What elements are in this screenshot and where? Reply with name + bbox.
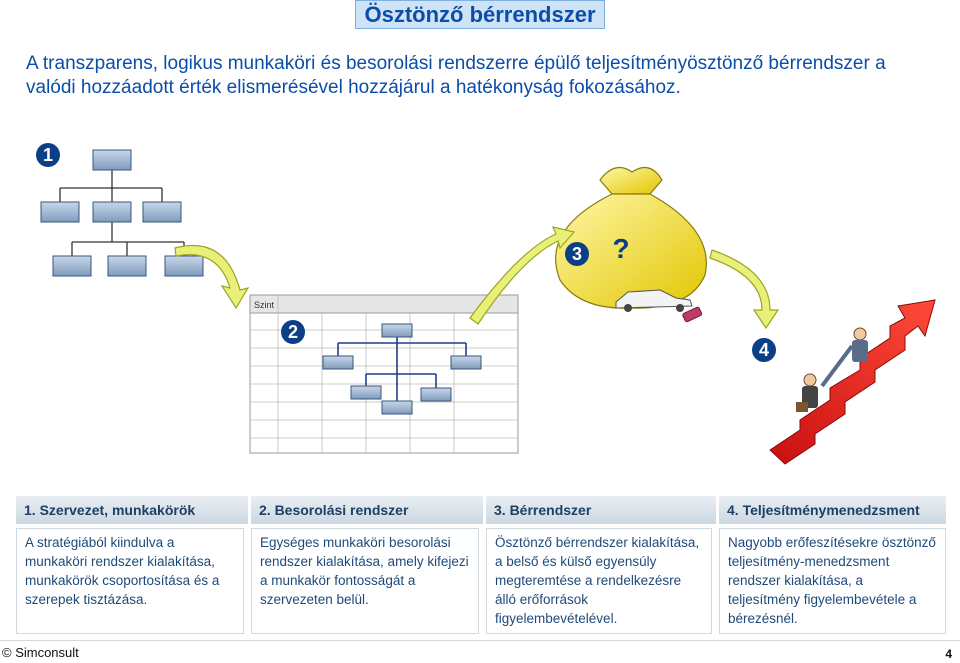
column-header-bar: 1. Szervezet, munkakörök 2. Besorolási r… <box>16 496 946 524</box>
process-figure: 1 Szint <box>36 143 936 465</box>
column-header-3: 3. Bérrendszer <box>494 502 592 518</box>
slide-subtitle: A transzparens, logikus munkaköri és bes… <box>26 53 886 98</box>
column-body-2: Egységes munkaköri besorolási rendszer k… <box>251 528 479 634</box>
performance-staircase: 4 <box>752 299 936 465</box>
slide-title: Ösztönző bérrendszer <box>0 0 960 29</box>
column-body-3: Ösztönző bérrendszer kialakítása, a bels… <box>486 528 712 634</box>
grid-box <box>420 387 452 402</box>
page-number: 4 <box>945 647 952 661</box>
footer-divider <box>0 640 960 641</box>
step-number-2: 2 <box>288 322 298 342</box>
process-arrows <box>174 226 780 330</box>
org-box <box>92 149 132 171</box>
column-header-1: 1. Szervezet, munkakörök <box>24 502 196 518</box>
grid-box <box>350 385 382 400</box>
step-badge-4 <box>752 338 776 362</box>
column-body-1: A stratégiából kiindulva a munkaköri ren… <box>16 528 244 634</box>
org-box <box>142 201 182 223</box>
header-separator <box>716 496 719 524</box>
step-number-1: 1 <box>43 145 53 165</box>
org-box <box>52 255 92 277</box>
column-header-4: 4. Teljesítménymenedzsment <box>727 502 920 518</box>
step-number-4: 4 <box>759 340 769 360</box>
step-number-3: 3 <box>572 244 582 264</box>
step-badge-2 <box>281 320 305 344</box>
org-box <box>107 255 147 277</box>
column-body-row: A stratégiából kiindulva a munkaköri ren… <box>16 528 946 634</box>
question-mark: ? <box>612 233 629 264</box>
money-bag: 3 ? <box>555 166 707 323</box>
grid-box <box>322 355 354 370</box>
column-body-4: Nagyobb erőfeszítésekre ösztönző teljesí… <box>719 528 946 634</box>
copyright-text: © Simconsult <box>2 645 79 660</box>
step-badge-1 <box>36 143 60 167</box>
grid-box <box>450 355 482 370</box>
grid-box <box>381 323 413 338</box>
header-separator <box>248 496 251 524</box>
step-badge-3 <box>565 242 589 266</box>
column-header-2: 2. Besorolási rendszer <box>259 502 409 518</box>
org-box <box>164 255 204 277</box>
org-chart: 1 <box>36 143 204 277</box>
header-separator <box>483 496 486 524</box>
grading-grid: Szint <box>249 294 519 454</box>
grid-box <box>381 400 413 415</box>
org-box <box>40 201 80 223</box>
grid-label: Szint <box>254 300 275 310</box>
org-box <box>92 201 132 223</box>
